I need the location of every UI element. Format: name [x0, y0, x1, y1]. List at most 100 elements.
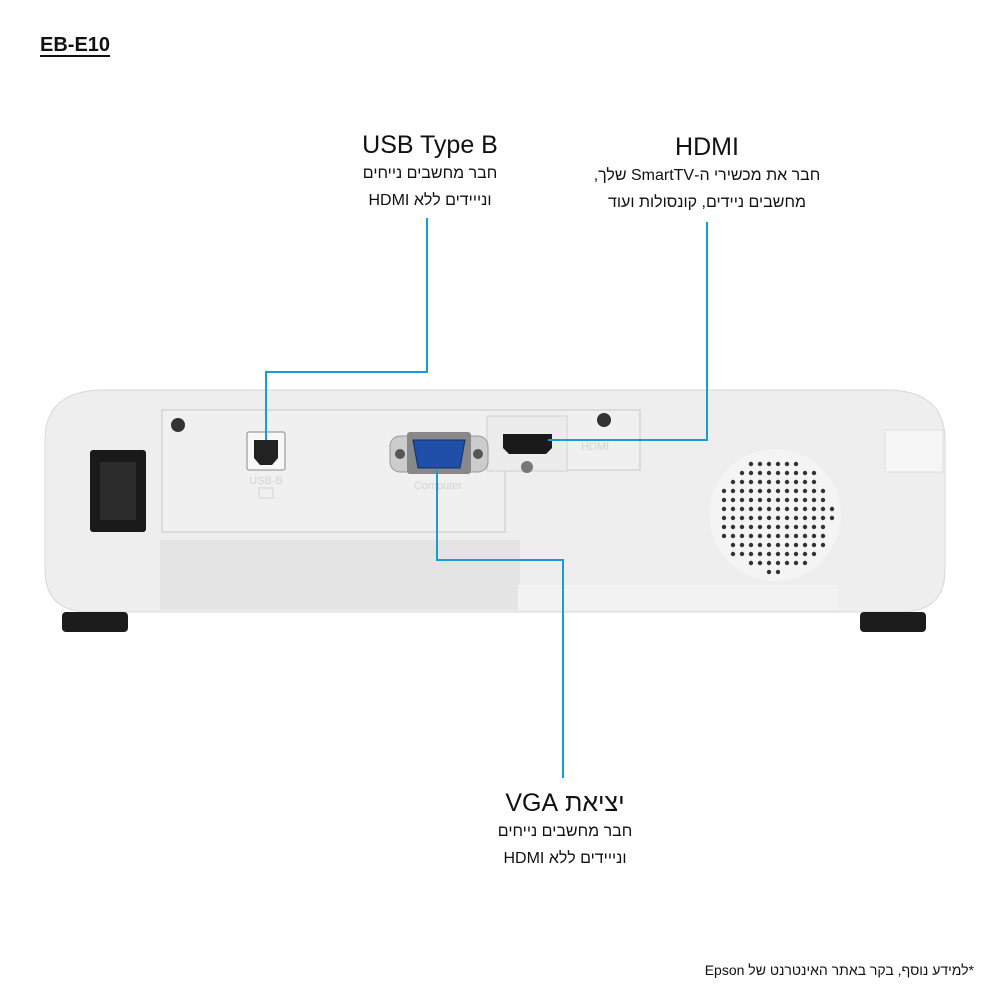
speaker-hole: [820, 542, 826, 548]
speaker-hole: [811, 524, 817, 530]
speaker-hole: [730, 524, 736, 530]
speaker-hole: [775, 470, 781, 476]
usb-callout-title: USB Type B: [362, 131, 498, 159]
speaker-holes: [721, 461, 835, 575]
speaker-hole: [766, 470, 772, 476]
speaker-hole: [775, 533, 781, 539]
speaker-hole: [802, 506, 808, 512]
speaker-hole: [784, 524, 790, 530]
speaker-hole: [784, 461, 790, 467]
speaker-hole: [802, 488, 808, 494]
speaker-hole: [748, 479, 754, 485]
speaker-hole: [757, 533, 763, 539]
speaker-hole: [793, 533, 799, 539]
speaker-hole: [775, 515, 781, 521]
vga-callout-title: יציאת VGA: [505, 789, 625, 817]
speaker-hole: [793, 461, 799, 467]
speaker-hole: [748, 542, 754, 548]
speaker-hole: [775, 488, 781, 494]
hdmi-callout-line-2: מחשבים ניידים, קונסולות ועוד: [608, 194, 806, 211]
speaker-hole: [748, 524, 754, 530]
speaker-hole: [748, 497, 754, 503]
speaker-hole: [802, 551, 808, 557]
usb-callout-line-2: ונייידים ללא HDMI: [368, 192, 492, 209]
speaker-hole: [739, 515, 745, 521]
speaker-hole: [739, 497, 745, 503]
speaker-hole: [784, 470, 790, 476]
speaker-hole: [739, 470, 745, 476]
speaker-hole: [811, 515, 817, 521]
speaker-hole: [775, 461, 781, 467]
speaker-hole: [793, 497, 799, 503]
speaker-hole: [793, 515, 799, 521]
speaker-hole: [793, 551, 799, 557]
speaker-hole: [766, 461, 772, 467]
speaker-hole: [811, 470, 817, 476]
speaker-hole: [829, 515, 835, 521]
speaker-hole: [820, 506, 826, 512]
hdmi-callout-title: HDMI: [675, 133, 739, 161]
speaker-hole: [739, 479, 745, 485]
speaker-hole: [757, 497, 763, 503]
vga-callout-line-1: חבר מחשבים נייחים: [497, 823, 633, 840]
speaker-hole: [757, 506, 763, 512]
speaker-hole: [766, 551, 772, 557]
speaker-hole: [730, 479, 736, 485]
speaker-hole: [766, 569, 772, 575]
speaker-hole: [748, 515, 754, 521]
speaker-hole: [775, 569, 781, 575]
speaker-hole: [775, 524, 781, 530]
usb-callout-line-1: חבר מחשבים נייחים: [362, 165, 498, 182]
speaker-hole: [811, 497, 817, 503]
speaker-hole: [766, 533, 772, 539]
speaker-hole: [766, 524, 772, 530]
speaker-hole: [766, 506, 772, 512]
speaker-hole: [802, 542, 808, 548]
speaker-hole: [739, 533, 745, 539]
speaker-hole: [784, 542, 790, 548]
speaker-hole: [784, 488, 790, 494]
speaker-hole: [766, 479, 772, 485]
speaker-hole: [784, 560, 790, 566]
speaker-hole: [820, 488, 826, 494]
speaker-hole: [802, 470, 808, 476]
speaker-hole: [811, 479, 817, 485]
speaker-hole: [793, 524, 799, 530]
speaker-hole: [802, 479, 808, 485]
speaker-hole: [784, 479, 790, 485]
speaker-hole: [739, 524, 745, 530]
speaker-hole: [739, 542, 745, 548]
screw-icon: [597, 413, 611, 427]
speaker-hole: [775, 560, 781, 566]
speaker-hole: [757, 470, 763, 476]
speaker-hole: [730, 533, 736, 539]
speaker-hole: [829, 506, 835, 512]
speaker-hole: [730, 488, 736, 494]
screw-icon: [171, 418, 185, 432]
hdmi-port: [503, 434, 552, 454]
speaker-hole: [757, 461, 763, 467]
vga-callout-line-2: ונייידים ללא HDMI: [503, 850, 627, 867]
usb-device-label: USB-B: [249, 475, 283, 487]
speaker-hole: [721, 524, 727, 530]
footer-note: *למידע נוסף, בקר באתר האינטרנט של Epson: [704, 962, 974, 978]
speaker-hole: [757, 479, 763, 485]
speaker-hole: [766, 488, 772, 494]
vga-device-label: Computer: [414, 480, 463, 492]
screw-icon: [521, 461, 533, 473]
speaker-hole: [766, 515, 772, 521]
speaker-hole: [721, 488, 727, 494]
speaker-hole: [793, 542, 799, 548]
speaker-hole: [811, 506, 817, 512]
lower-recess: [160, 540, 520, 610]
usb-callout: USB Type B חבר מחשבים נייחים ונייידים לל…: [270, 130, 590, 214]
speaker-hole: [748, 461, 754, 467]
vga-callout: יציאת VGA חבר מחשבים נייחים ונייידים ללא…: [405, 788, 725, 872]
hdmi-device-label: HDMI: [581, 441, 609, 453]
speaker-hole: [721, 515, 727, 521]
speaker-hole: [784, 506, 790, 512]
speaker-hole: [748, 551, 754, 557]
speaker-hole: [766, 497, 772, 503]
speaker-hole: [730, 515, 736, 521]
speaker-hole: [802, 524, 808, 530]
